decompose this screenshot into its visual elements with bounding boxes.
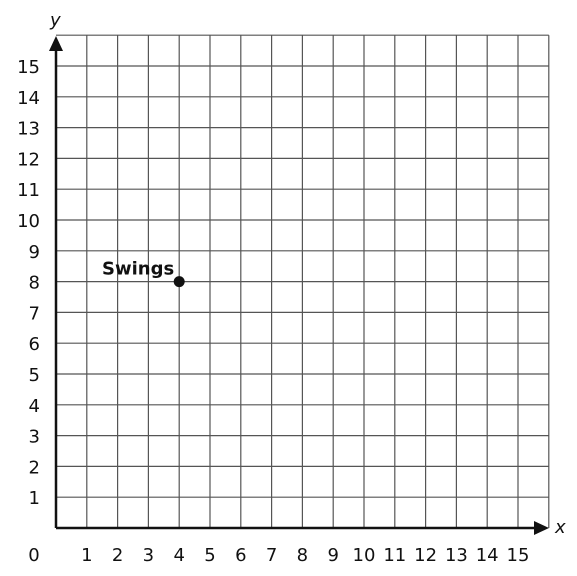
y-tick-label: 1: [29, 488, 40, 509]
y-tick-label: 10: [17, 211, 40, 232]
y-tick-label: 4: [29, 396, 40, 417]
x-tick-label: 9: [327, 545, 338, 566]
x-tick-label: 3: [143, 545, 154, 566]
y-tick-label: 5: [29, 365, 40, 386]
x-tick-label: 6: [235, 545, 246, 566]
y-tick-label: 13: [17, 119, 40, 140]
x-tick-label: 8: [297, 545, 308, 566]
x-tick-label: 12: [414, 545, 437, 566]
y-tick-label: 3: [29, 427, 40, 448]
x-tick-label: 7: [266, 545, 277, 566]
y-tick-label: 11: [17, 180, 40, 201]
x-tick-label: 5: [204, 545, 215, 566]
y-tick-label: 15: [17, 57, 40, 78]
x-tick-label: 1: [81, 545, 92, 566]
x-axis-arrow: [534, 521, 549, 535]
y-tick-label: 2: [29, 457, 40, 478]
x-tick-label: 2: [112, 545, 123, 566]
x-tick-label: 14: [476, 545, 499, 566]
y-tick-label: 8: [29, 273, 40, 294]
origin-label: 0: [28, 545, 39, 566]
x-tick-label: 13: [445, 545, 468, 566]
y-tick-label: 6: [29, 334, 40, 355]
data-point: [173, 276, 185, 288]
axes: x y 0: [28, 10, 566, 566]
y-axis-arrow: [49, 36, 63, 51]
data-point-label: Swings: [102, 259, 174, 280]
x-tick-label: 4: [173, 545, 184, 566]
y-tick-label: 7: [29, 303, 40, 324]
x-tick-label: 15: [507, 545, 530, 566]
grid: [56, 34, 550, 528]
y-tick-label: 14: [17, 88, 40, 109]
x-axis-label: x: [554, 517, 566, 538]
y-tick-label: 12: [17, 149, 40, 170]
data-points: Swings: [102, 259, 185, 288]
x-tick-label: 10: [353, 545, 376, 566]
x-tick-label: 11: [383, 545, 406, 566]
y-tick-label: 9: [29, 242, 40, 263]
y-axis-label: y: [49, 10, 61, 31]
